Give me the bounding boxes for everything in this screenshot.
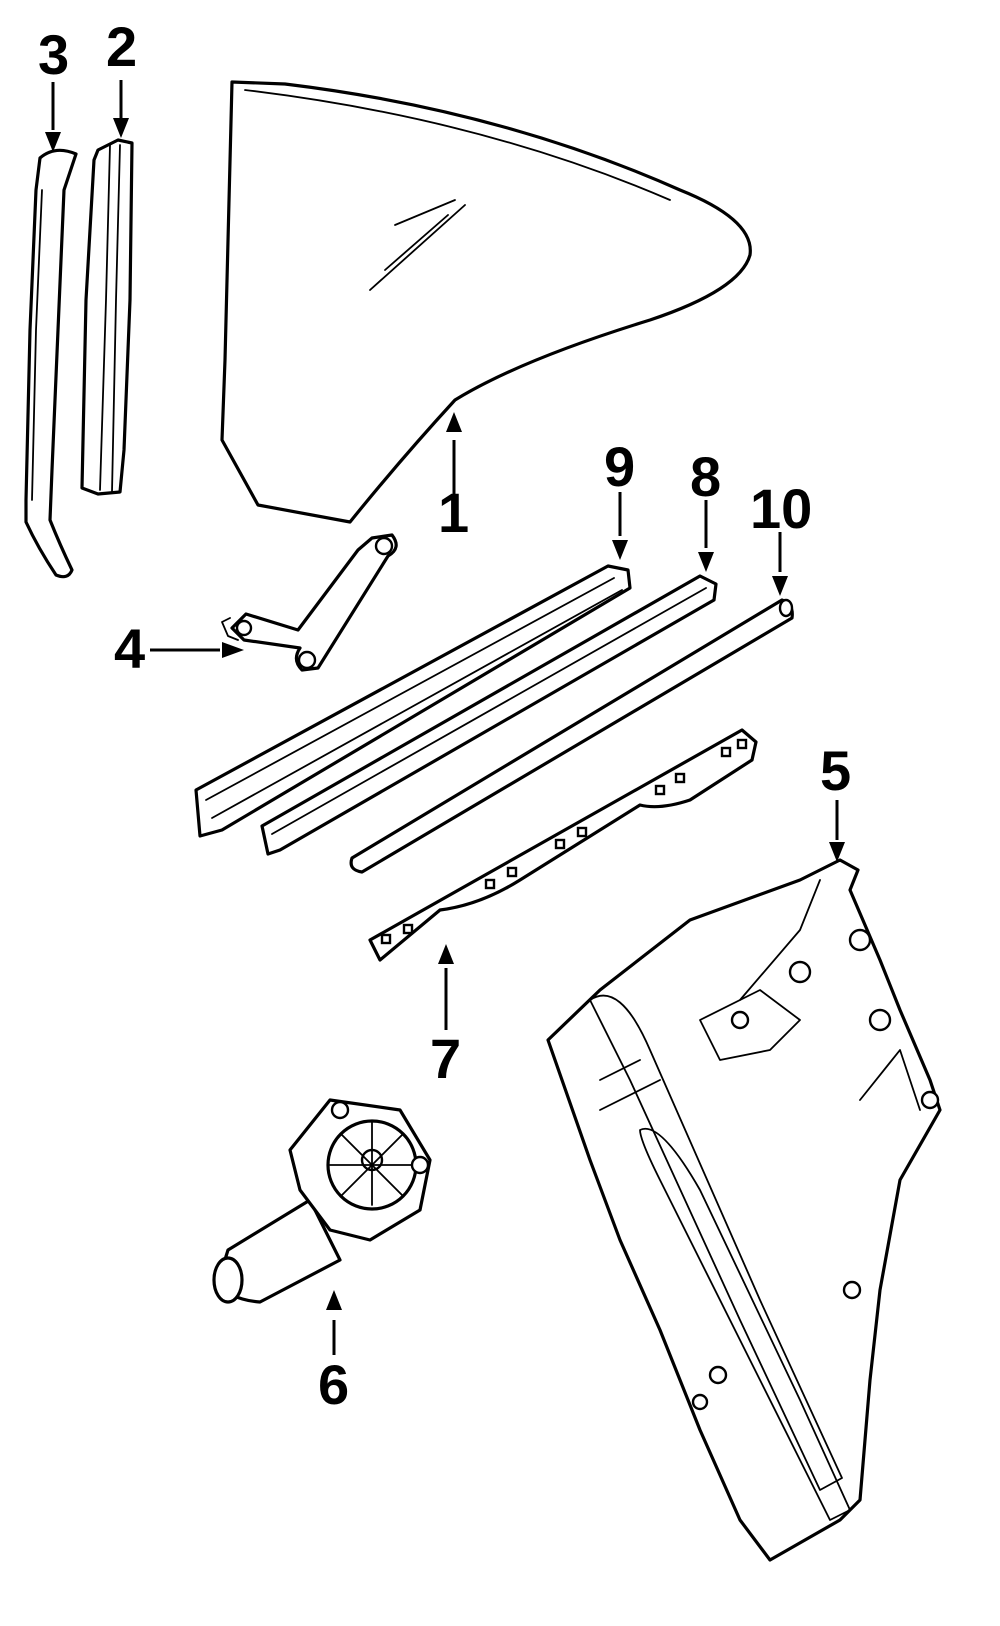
part-6-window-motor [212,1098,432,1304]
part-5-window-regulator [546,858,942,1562]
leader-lines [45,80,845,1355]
callout-3: 3 [38,23,69,86]
part-7-guide-rail [368,728,758,962]
callout-8: 8 [690,445,721,508]
callout-10: 10 [750,477,812,540]
callout-2: 2 [106,15,137,78]
part-1-door-glass [220,80,752,524]
part-4-glass-bracket [221,533,398,672]
callout-4: 4 [114,617,145,680]
callout-7: 7 [430,1027,461,1090]
callout-1: 1 [438,481,469,544]
callout-6: 6 [318,1353,349,1416]
part-9-belt-weatherstrip-outer [194,564,632,838]
part-8-belt-weatherstrip-inner [260,574,718,856]
part-2-channel-strip [80,138,134,496]
callout-9: 9 [604,435,635,498]
callout-labels: 1 2 3 4 5 6 7 8 9 10 [38,15,851,1416]
part-10-run-seal [349,598,794,874]
part-3-seal-strip [24,148,78,579]
callout-5: 5 [820,739,851,802]
